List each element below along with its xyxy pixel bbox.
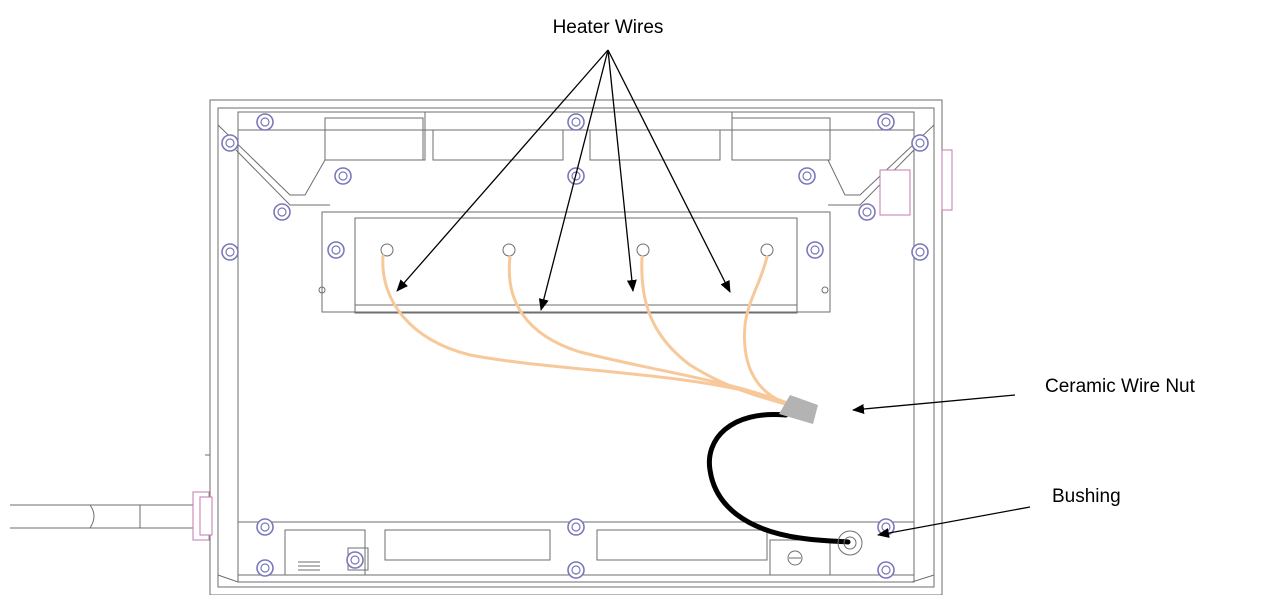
screw — [567, 518, 585, 536]
plate-mount-hole-left — [318, 286, 326, 294]
heater-terminal — [380, 243, 394, 257]
bottom-bracket-left — [284, 529, 366, 576]
bottom-slot-left — [384, 529, 551, 561]
plate-mount-hole-right — [821, 286, 829, 294]
bushing-ring — [837, 530, 863, 556]
screws — [221, 113, 929, 579]
leader-arrow — [607, 49, 637, 292]
bottom-left-corner-brace — [217, 574, 935, 583]
screw — [911, 243, 929, 261]
heater-plate — [318, 211, 831, 314]
top-right-bracket-inner — [828, 149, 915, 206]
top-left-bracket — [217, 108, 426, 196]
screw — [798, 167, 816, 185]
heater-wire — [743, 255, 787, 405]
ceramic-wire-nut — [779, 395, 818, 424]
enclosure — [10, 99, 953, 595]
rocker-switch-body — [879, 169, 911, 216]
leader-arrow — [607, 49, 731, 293]
screw — [806, 241, 824, 259]
screw — [877, 561, 895, 579]
strain-relief-collar — [199, 496, 213, 536]
screw — [273, 203, 291, 221]
bottom-adjust-screw — [787, 550, 803, 566]
heater-wires — [381, 254, 787, 406]
screw — [877, 113, 895, 131]
bushing-hole — [843, 536, 857, 550]
screw — [858, 203, 876, 221]
heater-wire — [640, 255, 787, 406]
screw — [256, 518, 274, 536]
heater-wire — [381, 254, 787, 404]
power-cord-bend — [89, 504, 95, 529]
bushing-leader — [877, 506, 1031, 538]
leader-arrow — [396, 49, 609, 292]
screw — [567, 561, 585, 579]
top-rail-slot-right — [731, 117, 831, 161]
screw — [567, 167, 585, 185]
screw — [221, 243, 239, 261]
right-switch-housing — [879, 149, 953, 525]
screw — [221, 134, 239, 152]
ceramic-wire-nut-label: Ceramic Wire Nut — [1045, 376, 1196, 397]
rocker-switch-side — [941, 149, 953, 211]
power-wire — [706, 411, 851, 545]
top-rail-slot-left — [324, 117, 424, 161]
ceramic-wire-nut-leader — [852, 394, 1016, 414]
bushing-label: Bushing — [1052, 486, 1121, 507]
top-left-bracket-inner — [235, 149, 330, 206]
heater-wires-label: Heater Wires — [553, 17, 664, 38]
leader-arrow — [538, 49, 609, 311]
screw — [327, 241, 345, 259]
heater-plate-outer — [321, 211, 831, 313]
bottom-slot-right — [596, 529, 768, 561]
heater-wires-leaders — [396, 49, 731, 311]
screw — [334, 167, 352, 185]
heater-plate-body — [354, 217, 798, 314]
screw — [911, 134, 929, 152]
screw — [256, 559, 274, 577]
bushing — [837, 530, 863, 556]
power-cord — [10, 454, 213, 541]
screw — [567, 113, 585, 131]
screw — [346, 551, 364, 569]
screw — [256, 113, 274, 131]
enclosure-inner-frame — [217, 107, 935, 588]
